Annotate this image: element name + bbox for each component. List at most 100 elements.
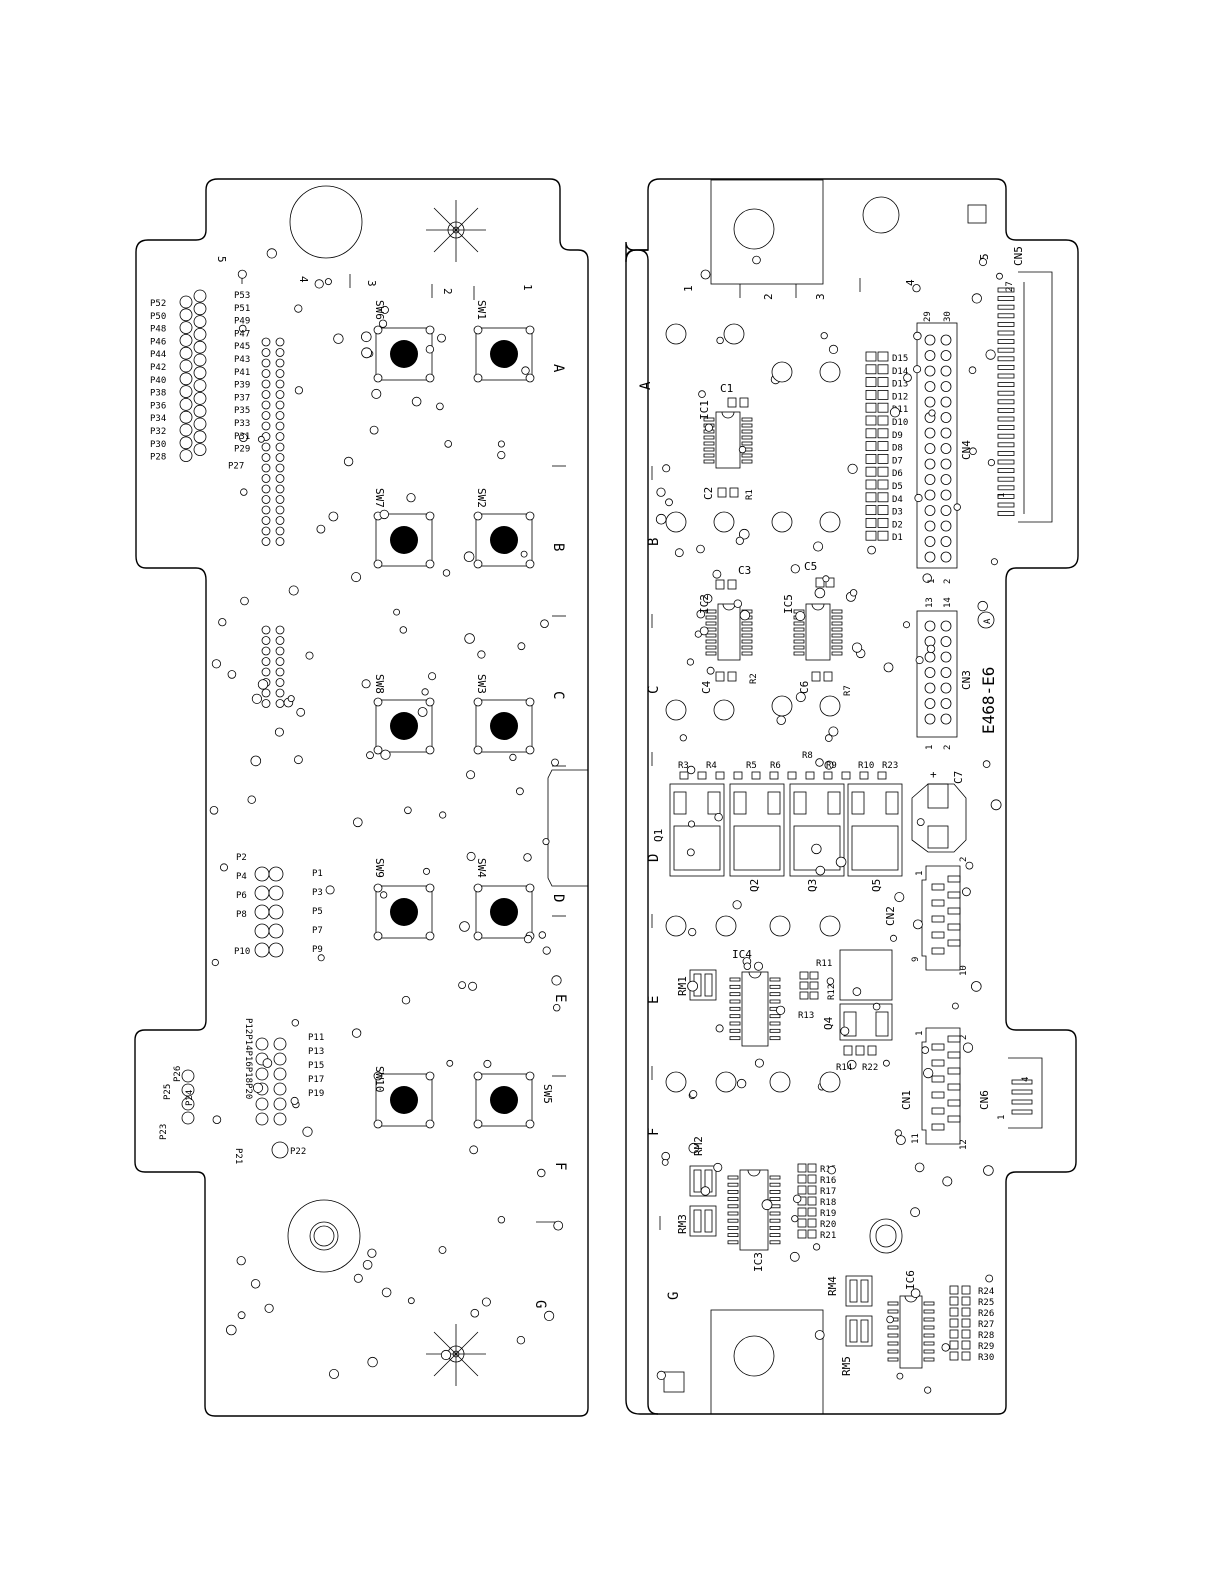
ic-pin xyxy=(705,633,717,638)
via-hole xyxy=(497,450,506,460)
row-letter-e: E xyxy=(552,994,568,1002)
q-pad xyxy=(673,825,721,871)
cn4-pin xyxy=(940,520,952,532)
edge-num-4: 4 xyxy=(297,276,310,283)
via-hole xyxy=(458,981,467,989)
via-hole xyxy=(404,806,412,815)
cn1-pad xyxy=(947,1115,961,1123)
r-label: R27 xyxy=(978,1320,994,1330)
cn3-label: CN3 xyxy=(960,670,973,690)
via-hole xyxy=(360,331,372,343)
ic-pin xyxy=(741,417,753,422)
switch-pin xyxy=(373,1071,383,1081)
ic6-body xyxy=(887,1295,935,1369)
r-pad xyxy=(949,1340,959,1350)
via-hole xyxy=(351,572,362,583)
smd-pad xyxy=(823,671,833,682)
via-hole xyxy=(913,919,923,930)
via-hole xyxy=(752,255,761,265)
ic-pin xyxy=(727,1190,739,1194)
tactile-switch xyxy=(373,883,435,941)
cn5-pad xyxy=(997,425,1015,431)
switch-pin xyxy=(425,931,435,941)
via-hole xyxy=(971,293,982,304)
pin-label: P44 xyxy=(150,350,166,360)
cn1-pad xyxy=(931,1075,945,1083)
via-hole xyxy=(516,1335,526,1345)
ic-pin xyxy=(769,1211,781,1216)
transistor-body xyxy=(669,783,725,877)
cn4-pin xyxy=(940,505,952,516)
rm-pad xyxy=(704,973,713,997)
cn3-pin xyxy=(940,713,952,725)
ic-pin xyxy=(769,1190,781,1194)
cn3-pin xyxy=(940,636,952,647)
led-pad xyxy=(877,377,889,388)
via-hole xyxy=(240,596,249,606)
via-hole xyxy=(438,1246,447,1254)
right-board-outline xyxy=(625,178,1079,1415)
via-hole xyxy=(889,407,901,418)
cn1-outline xyxy=(921,1027,961,1145)
rm-outline xyxy=(689,1205,717,1237)
pin-pad xyxy=(261,646,271,656)
pin-label: P3 xyxy=(312,888,323,898)
via-hole xyxy=(686,658,695,666)
via-hole xyxy=(696,609,706,619)
r-pad xyxy=(961,1340,971,1350)
switch-pin xyxy=(525,883,535,893)
sw-label: SW6 xyxy=(373,300,386,320)
via-hole xyxy=(688,1142,699,1154)
pin-pad xyxy=(255,1037,269,1051)
switch-cap xyxy=(390,1086,418,1114)
pin-label: P48 xyxy=(150,325,166,335)
via-hole xyxy=(470,1308,480,1318)
switch-body xyxy=(475,885,533,939)
r-pad xyxy=(807,1229,817,1239)
via-hole xyxy=(674,548,684,558)
switch-pin xyxy=(473,373,483,383)
via-hole xyxy=(761,1199,773,1211)
r-pad xyxy=(961,1318,971,1328)
ic-pin xyxy=(831,651,843,656)
ic-pin xyxy=(741,627,753,632)
q-tab xyxy=(673,791,687,815)
left-row-letters: A B C D E F G xyxy=(532,364,568,1308)
led-pad xyxy=(865,479,877,490)
pin-pad xyxy=(193,404,207,418)
tactile-switch xyxy=(473,883,535,941)
via-hole xyxy=(266,248,277,259)
ic-pin xyxy=(769,1028,781,1033)
via-hole xyxy=(910,1207,920,1218)
cn4-pin xyxy=(940,396,952,408)
via-hole xyxy=(896,1372,904,1380)
led-label: D15 xyxy=(892,354,908,364)
via-hole xyxy=(982,760,991,768)
pin-label: P34 xyxy=(150,414,166,424)
rm-pad xyxy=(860,1279,869,1303)
switch-pin xyxy=(425,373,435,383)
pin-pad xyxy=(275,505,285,515)
via-hole xyxy=(828,726,839,737)
pin-label: P8 xyxy=(236,910,247,920)
c7-label: C7 xyxy=(952,771,965,784)
via-hole xyxy=(411,396,422,407)
via-hole xyxy=(914,1162,925,1173)
switch-pin xyxy=(525,511,535,521)
rm-array xyxy=(689,1205,717,1237)
via-hole xyxy=(543,1310,555,1322)
pin-label: P29 xyxy=(234,445,250,455)
left-edge-numbers: 5 4 3 2 1 xyxy=(215,256,534,295)
oval-mount-left xyxy=(287,1199,361,1273)
pin-label: P12P14P16P18P20 xyxy=(243,1018,253,1099)
via-hole xyxy=(849,589,858,597)
tactile-switch xyxy=(373,325,435,383)
pin-pad xyxy=(273,1082,287,1096)
q1-label: Q1 xyxy=(652,829,665,842)
q-outline xyxy=(669,783,725,877)
switch-group xyxy=(373,325,535,1129)
pin-label: P11 xyxy=(308,1033,324,1043)
r-pad xyxy=(961,1307,971,1317)
edge-num-1: 1 xyxy=(682,285,695,292)
ic-pin xyxy=(887,1341,899,1346)
